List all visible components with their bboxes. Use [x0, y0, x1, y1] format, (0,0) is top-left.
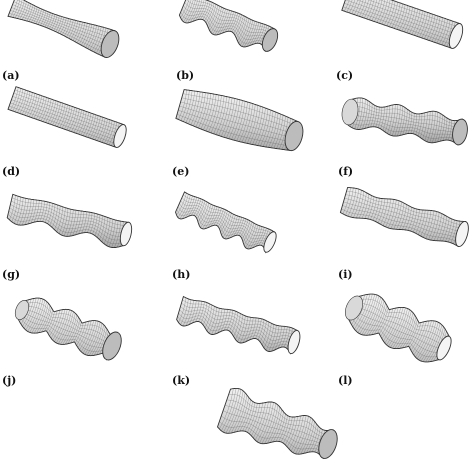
- tube-h-end-cap: [263, 231, 277, 253]
- tube-i-surface: [340, 187, 466, 247]
- tube-b-end-cap: [261, 28, 279, 52]
- tube-k-surface: [176, 296, 298, 354]
- tube-plot-c: [341, 0, 464, 49]
- tube-b-surface: [179, 0, 275, 52]
- tube-j-body: [14, 297, 122, 361]
- tube-k-body: [176, 295, 301, 355]
- tube-c-end-cap: [448, 23, 464, 49]
- tube-d-surface: [8, 86, 124, 148]
- tube-g-end-cap: [119, 221, 133, 247]
- tube-j-surface: [18, 298, 118, 360]
- panel-f: (f): [316, 82, 474, 178]
- tube-bottom-body: [216, 387, 338, 460]
- tube-e-end-cap: [284, 120, 304, 152]
- panel-h: (h): [158, 178, 316, 280]
- tube-e-body: [175, 89, 304, 152]
- tube-plot-k: [176, 295, 301, 355]
- tube-f-surface: [347, 97, 463, 145]
- tube-c-surface: [341, 0, 461, 49]
- tube-plot-f: [341, 97, 468, 146]
- label-l: (l): [338, 374, 353, 387]
- tube-bottom-surface: [217, 388, 333, 459]
- label-i: (i): [338, 268, 353, 281]
- panel-k: (k): [158, 282, 316, 386]
- tube-plot-g: [6, 193, 133, 249]
- tube-l-end-cap: [436, 335, 452, 361]
- tube-k-end-cap: [287, 329, 301, 355]
- panel-g: (g): [0, 178, 158, 280]
- tube-plot-l: [345, 293, 452, 363]
- panel-e: (e): [158, 82, 316, 178]
- tube-plot-h: [175, 191, 277, 254]
- tube-c-body: [341, 0, 464, 49]
- tube-plot-e: [175, 89, 304, 152]
- tube-bottom-end-cap: [318, 429, 338, 459]
- tube-d-body: [7, 86, 127, 148]
- panel-j: (j): [0, 282, 158, 386]
- tube-a-body: [7, 0, 120, 58]
- panel-c: (c): [316, 0, 474, 90]
- tube-i-body: [339, 187, 469, 248]
- label-d: (d): [2, 165, 21, 178]
- tube-f-body: [341, 97, 468, 146]
- label-j: (j): [2, 374, 17, 387]
- tube-a-end-cap: [100, 30, 120, 58]
- label-b: (b): [176, 69, 195, 82]
- label-g: (g): [2, 268, 21, 281]
- tube-l-body: [345, 293, 452, 363]
- tube-g-surface: [7, 194, 129, 248]
- panel-d: (d): [0, 82, 158, 178]
- tube-a-surface: [8, 0, 116, 58]
- tube-f-end-cap: [452, 118, 468, 146]
- tube-plot-j: [14, 297, 122, 361]
- panel-a: (a): [0, 0, 158, 90]
- label-c: (c): [336, 69, 354, 82]
- tube-plot-a: [7, 0, 120, 58]
- tube-j-end-cap: [102, 331, 122, 361]
- panel-bottom: [158, 386, 358, 474]
- tube-plot-i: [339, 187, 469, 248]
- tube-b-body: [178, 0, 279, 53]
- tube-h-body: [175, 191, 277, 254]
- label-h: (h): [172, 268, 191, 281]
- label-f: (f): [338, 165, 354, 178]
- panel-b: (b): [158, 0, 316, 90]
- label-k: (k): [172, 374, 191, 387]
- tube-plot-b: [178, 0, 279, 53]
- label-a: (a): [2, 69, 20, 82]
- panel-i: (i): [316, 178, 474, 280]
- tube-plot-d: [7, 86, 127, 148]
- tube-g-body: [6, 193, 133, 249]
- label-e: (e): [172, 165, 190, 178]
- tube-i-end-cap: [455, 220, 469, 248]
- tube-plot-bottom: [216, 387, 338, 460]
- panel-l: (l): [316, 282, 474, 386]
- tube-l-surface: [348, 294, 450, 362]
- tube-d-end-cap: [113, 124, 127, 148]
